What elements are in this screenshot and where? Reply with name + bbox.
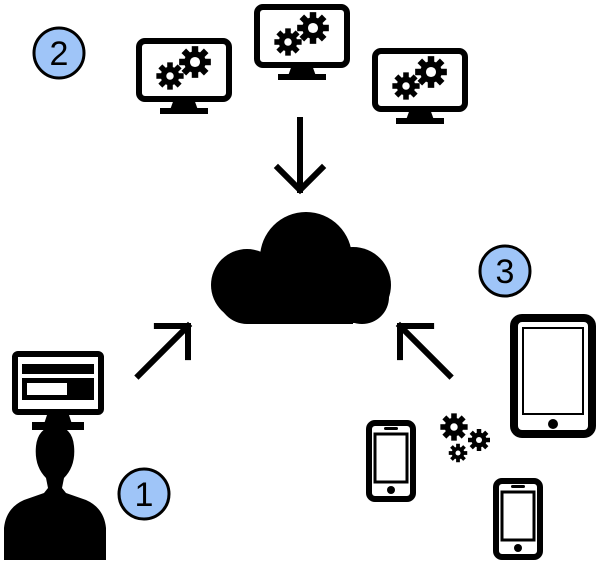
user-silhouette-icon: [4, 426, 106, 560]
monitor-gears-icon: [375, 51, 465, 124]
arrow-up-right-icon: [123, 310, 204, 391]
badge-1-label: 1: [135, 476, 154, 514]
monitor-gears-icon: [139, 41, 229, 114]
smartphone-icon: [369, 423, 413, 499]
monitor-gears-icon: [257, 7, 347, 80]
badge-2: 2: [32, 26, 86, 80]
smartphone-icon: [496, 481, 540, 557]
badge-3: 3: [478, 244, 532, 298]
badge-1: 1: [117, 467, 171, 521]
arrow-up-left-icon: [384, 310, 465, 391]
badge-3-label: 3: [496, 253, 515, 291]
badge-2-label: 2: [50, 35, 69, 73]
arrow-down-icon: [278, 120, 322, 190]
desktop-monitor-icon: [12, 351, 104, 430]
cloud-icon: [211, 212, 391, 324]
gears-icon: [440, 413, 490, 463]
tablet-icon: [510, 314, 596, 438]
